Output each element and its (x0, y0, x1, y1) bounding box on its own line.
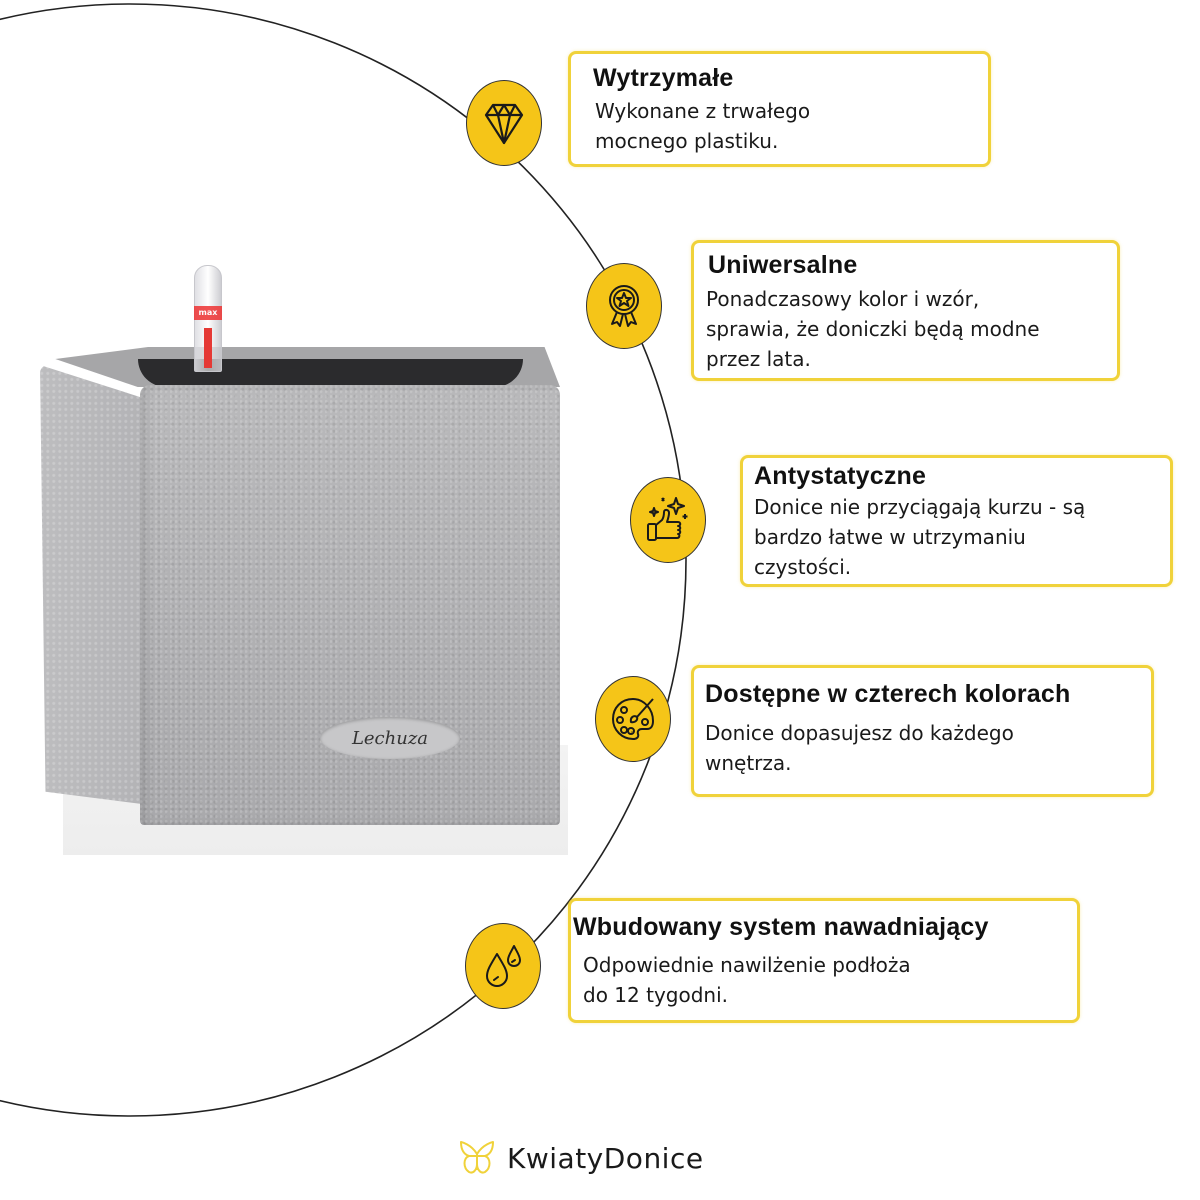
paint-palette-icon (612, 698, 654, 740)
planter-side (40, 365, 150, 805)
feature-title: Antystatyczne (754, 462, 927, 490)
feature-card: Antystatyczne Donice nie przyciągają kur… (740, 455, 1173, 587)
feature-icon-circle (595, 676, 671, 762)
brand-plate-text: Lechuza (351, 727, 429, 749)
water-drops-icon (486, 945, 521, 987)
feature-card: Uniwersalne Ponadczasowy kolor i wzór, s… (691, 240, 1120, 381)
feature-description: Ponadczasowy kolor i wzór, sprawia, że d… (706, 287, 1040, 371)
feature-card: Dostępne w czterech kolorach Donice dopa… (691, 665, 1154, 797)
feature-title: Wbudowany system nawadniający (573, 913, 989, 941)
feature-title: Wytrzymałe (593, 64, 734, 92)
feature-description: Donice dopasujesz do każdego wnętrza. (705, 721, 1014, 775)
feature-description: Odpowiednie nawilżenie podłoża do 12 tyg… (583, 953, 911, 1007)
feature-icon-circle (586, 263, 662, 349)
feature-title: Uniwersalne (708, 251, 858, 279)
feature-icon-circle (465, 923, 541, 1009)
indicator-label: max (194, 306, 222, 320)
brand-plate: Lechuza (320, 717, 460, 759)
feature-title: Dostępne w czterech kolorach (705, 680, 1071, 708)
water-level-indicator: max (194, 265, 222, 372)
award-ribbon-icon (609, 285, 639, 327)
product-photo: max Lechuza (40, 255, 568, 855)
thumbs-up-sparkle-icon (647, 497, 688, 541)
diamond-icon (484, 103, 524, 145)
indicator-float (204, 328, 212, 368)
feature-icon-circle (630, 477, 706, 563)
brand-name: KwiatyDonice (507, 1141, 704, 1175)
feature-card: Wytrzymałe Wykonane z trwałego mocnego p… (568, 51, 991, 167)
feature-description: Wykonane z trwałego mocnego plastiku. (595, 99, 811, 153)
brand-logo: KwiatyDonice (457, 1140, 704, 1176)
feature-icon-circle (466, 80, 542, 166)
planter-front (140, 385, 560, 825)
feature-description: Donice nie przyciągają kurzu - są bardzo… (754, 495, 1086, 579)
feature-card: Wbudowany system nawadniający Odpowiedni… (568, 898, 1080, 1023)
butterfly-logo-icon (460, 1141, 494, 1174)
